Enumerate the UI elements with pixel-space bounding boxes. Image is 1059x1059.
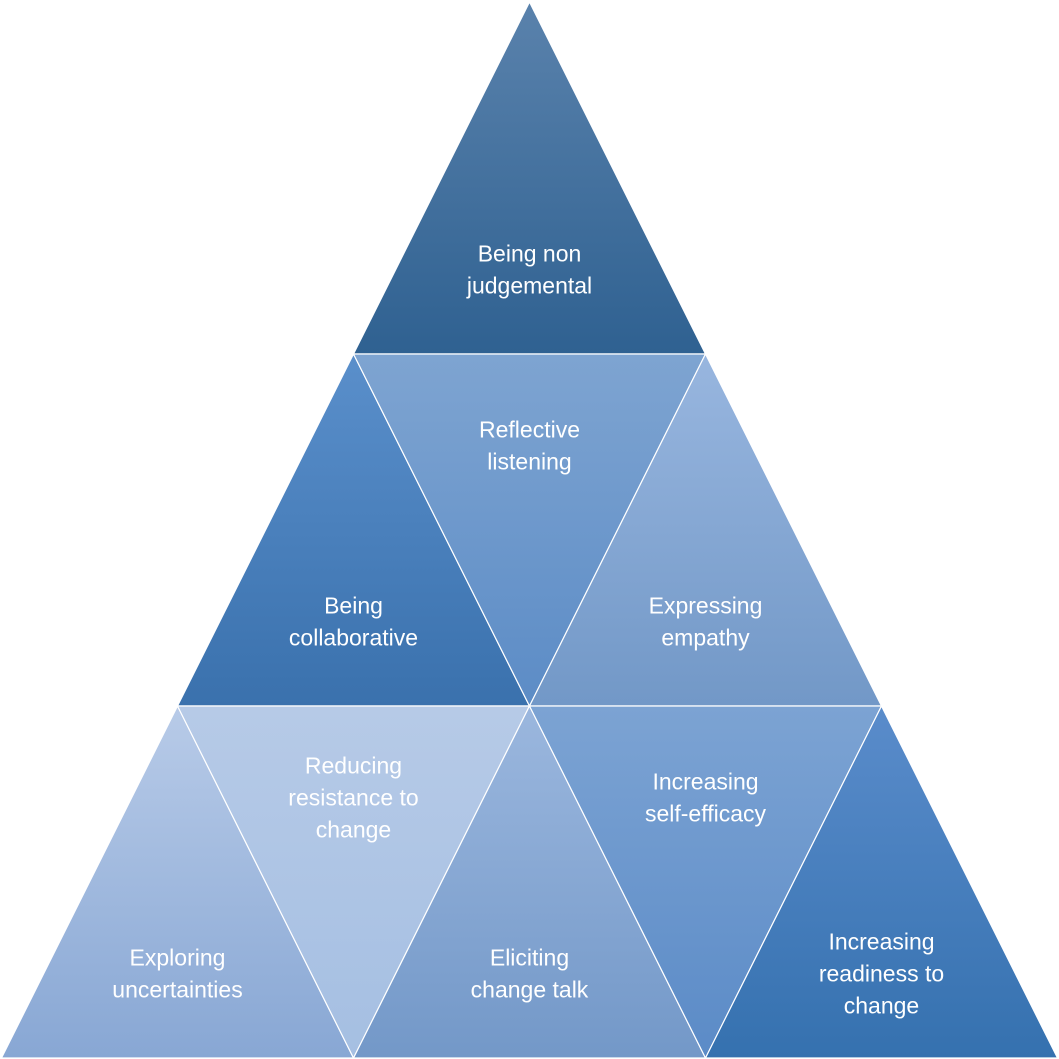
pyramid-cell-reducing-resistance: Reducing resistance to change: [176, 705, 531, 1059]
pyramid-cell-eliciting-change-talk: Eliciting change talk: [352, 704, 707, 1059]
pyramid-cell-expressing-empathy: Expressing empathy: [528, 352, 883, 707]
label-line: uncertainties: [112, 977, 242, 1003]
label-line: Reducing: [305, 753, 402, 779]
label-line: resistance to: [288, 785, 418, 811]
label-line: Being non: [478, 241, 582, 267]
pyramid-cell-increasing-self-efficacy: Increasing self-efficacy: [528, 705, 883, 1059]
label-line: collaborative: [289, 625, 418, 651]
pyramid-cell-exploring-uncertainties: Exploring uncertainties: [0, 704, 355, 1059]
label-eliciting-change-talk: Eliciting change talk: [471, 945, 589, 1003]
label-line: self-efficacy: [645, 801, 767, 827]
label-reflective-listening: Reflective listening: [479, 417, 580, 475]
label-line: listening: [487, 449, 571, 475]
label-non-judgemental: Being non judgemental: [466, 241, 592, 299]
pyramid-cell-reflective-listening: Reflective listening: [352, 353, 707, 708]
label-line: Exploring: [130, 945, 226, 971]
label-line: judgemental: [466, 273, 592, 299]
label-increasing-readiness: Increasing readiness to change: [819, 929, 944, 1019]
label-line: Increasing: [828, 929, 934, 955]
triangle-non-judgemental: [352, 0, 707, 355]
label-line: Expressing: [649, 593, 763, 619]
label-increasing-self-efficacy: Increasing self-efficacy: [645, 769, 767, 827]
label-expressing-empathy: Expressing empathy: [649, 593, 763, 651]
pyramid-cell-collaborative: Being collaborative: [176, 352, 531, 707]
pyramid-cell-increasing-readiness: Increasing readiness to change: [704, 704, 1059, 1059]
label-line: change: [844, 993, 919, 1019]
label-exploring-uncertainties: Exploring uncertainties: [112, 945, 242, 1003]
label-line: readiness to: [819, 961, 944, 987]
label-line: Reflective: [479, 417, 580, 443]
pyramid-cell-non-judgemental: Being non judgemental: [352, 0, 707, 355]
label-line: empathy: [661, 625, 750, 651]
label-line: change talk: [471, 977, 589, 1003]
label-line: Being: [324, 593, 383, 619]
label-collaborative: Being collaborative: [289, 593, 418, 651]
label-line: change: [316, 817, 391, 843]
label-line: Increasing: [652, 769, 758, 795]
label-reducing-resistance: Reducing resistance to change: [288, 753, 418, 843]
label-line: Eliciting: [490, 945, 569, 971]
triangle-increasing-readiness: [704, 704, 1059, 1059]
